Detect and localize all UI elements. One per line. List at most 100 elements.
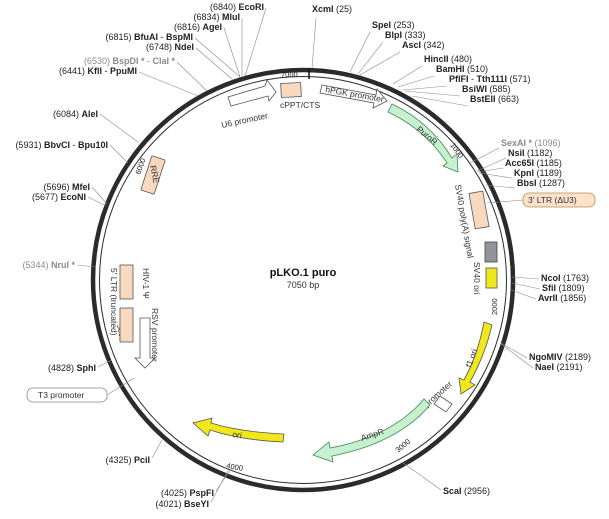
site-leader-bfuai [194,37,241,78]
backbone-inner [99,76,507,484]
site-leader-xcmi [311,17,317,69]
site-leader-naei [500,343,534,369]
site-label-part: BbsI [517,178,537,188]
five-ltr-label: 5' LTR (truncated) [109,268,119,336]
site-label-bspdi: (6530) BspDI * - ClaI * [84,56,176,66]
site-label-mlui: (6834) MluI [193,12,240,22]
site-label-part: (1809) [556,283,585,293]
site-leader-sphi [97,359,113,368]
site-label-xcmi: XcmI (25) [312,4,352,14]
site-leader-pcii [151,439,163,459]
site-label-part: NcoI [541,273,561,283]
site-label-part: PciI [134,455,150,465]
site-label-part: SphI [77,363,97,373]
site-label-kpni: KpnI (1189) [514,168,562,178]
site-label-part: BbvCI [44,140,70,150]
hpgk-promoter-arrow [319,84,388,109]
site-label-pspfi: (4025) PspFI [161,488,214,498]
site-label-part: NaeI [535,362,554,372]
site-label-bsiwi: BsiWI (585) [462,84,511,94]
site-leader-blpi [357,41,384,75]
site-label-bseyi: (4021) BseYI [155,499,209,509]
site-label-pcii: (4325) PciI [105,455,150,465]
site-label-part: (6834) [193,12,222,22]
rsv-promoter-arrow [134,317,156,369]
site-label-part: (1096) [532,138,561,148]
plasmid-size: 7050 bp [287,280,320,290]
site-label-part: Acc65I [505,158,534,168]
cppt-cts-box [280,82,302,98]
ampr-arrow [312,398,431,463]
site-leader-bseyi [210,468,230,503]
site-leader-bsteii [411,95,469,107]
site-label-bfuai: (6815) BfuAI - BspMI [105,32,193,42]
site-label-part: NdeI [174,42,194,52]
site-label-bbvci: (5931) BbvCI - Bpu10I [15,140,108,150]
site-leader-pflfi [402,85,448,91]
site-label-acc65i: Acc65I (1185) [505,158,562,168]
site-leader-bsiwi [404,90,461,97]
site-label-part: (253) [391,20,415,30]
site-label-mfei: (5696) MfeI [43,182,90,192]
site-label-scai: ScaI (2956) [443,486,490,496]
site-label-part: BlpI [385,30,402,40]
rsv-promoter-label: RSV promoter [150,308,160,362]
site-label-part: ClaI * [152,56,175,66]
site-label-part: (333) [402,30,426,40]
f1-ori-arrow [458,321,493,395]
hiv-psi-label: HIV-1 Ψ [141,268,151,299]
site-label-kfli: (6441) KflI - PpuMI [59,66,137,76]
site-label-bamhi: BamHI (510) [436,64,488,74]
site-label-part: (2189) [563,352,592,362]
site-label-part: (6530) [84,56,113,66]
site-label-part: (6441) [59,66,88,76]
site-label-nrui: (5344) NruI * [22,260,75,270]
site-label-part: (480) [449,54,473,64]
site-label-part: - [144,56,152,66]
ori-label: ori [232,429,243,440]
site-leader-ngomiv [500,342,528,359]
site-label-part: (6084) [53,109,82,119]
site-label-part: SfiI [542,283,556,293]
site-leader-kfli [138,71,199,97]
site-leader-kpni [478,172,513,179]
site-label-part: BfuAI [134,32,158,42]
puror-arrow [387,103,459,173]
site-label-ncoi: NcoI (1763) [541,273,589,283]
site-label-part: BamHI [436,64,465,74]
site-label-part: KpnI [514,168,534,178]
plasmid-name: pLKO.1 puro [270,267,337,279]
site-label-part: (6748) [146,42,175,52]
site-label-sexai: SexAI * (1096) [501,138,561,148]
site-label-bsteii: BstEII (663) [470,94,519,104]
three-ltr-label: 3' LTR (ΔU3) [528,195,577,205]
site-leader-ndei [195,47,234,81]
site-label-part: (4325) [105,455,134,465]
site-label-hincii: HincII (480) [424,54,472,64]
site-leader-bamhi [397,75,435,88]
site-leader-bbsi [485,184,516,189]
three-ltr-box [468,190,490,230]
t3-leader [106,377,135,396]
rre-label: RRE [148,164,162,184]
site-label-part: (5677) [32,192,61,202]
site-label-part: (663) [496,94,520,104]
site-leader-spei [349,31,371,73]
site-leader-ncoi [511,276,540,280]
site-label-naei: NaeI (2191) [535,362,583,372]
t3-promoter-label: T3 promoter [38,390,84,400]
site-label-part: BsiWI [462,84,487,94]
site-label-part: (5344) [22,260,51,270]
site-label-part: (6815) [105,32,134,42]
site-label-part: NgoMIV [529,352,563,362]
site-leader-mfei [91,186,108,205]
site-label-part: AleI [81,109,98,119]
site-label-part: NsiI [508,148,525,158]
site-label-ngomiv: NgoMIV (2189) [529,352,591,362]
site-leader-sfii [511,282,541,290]
site-label-part: (1763) [561,273,590,283]
site-label-nsii: NsiI (1182) [508,148,552,158]
site-label-part: HincII [424,54,449,64]
site-label-part: (5696) [43,182,72,192]
